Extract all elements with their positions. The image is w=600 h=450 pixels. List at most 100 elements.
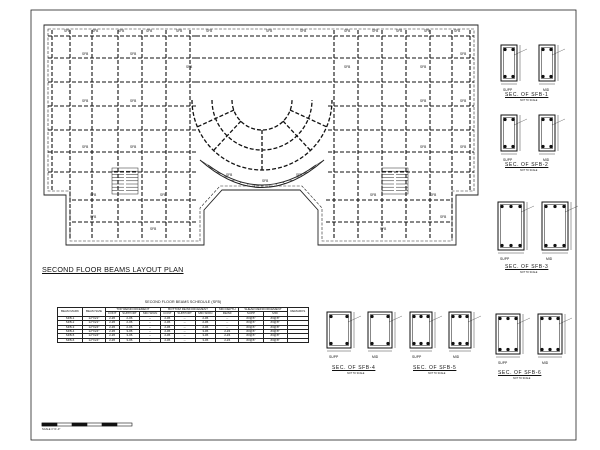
beam-tag: SFB (64, 29, 70, 33)
dome-inner-arc (231, 99, 293, 131)
sfb5-section-mid (448, 311, 482, 352)
beam-tag: SFB (186, 65, 192, 69)
stair-tread (215, 171, 222, 174)
col-top-support: SUPPORT (118, 311, 141, 317)
stair-tread (268, 184, 270, 188)
beam-tag: SFB (300, 29, 306, 33)
table-cell: -- (139, 320, 161, 326)
sfb6-section-mid (537, 313, 573, 358)
rebar-top (458, 314, 462, 319)
rebar-bottom (329, 341, 333, 346)
beam-tag: SFB (460, 99, 466, 103)
col-mid-reinf: REINF (215, 311, 240, 317)
section-label-sfb1: SEC. OF SFB-1 (505, 92, 549, 98)
beam-tag: SFB (430, 193, 436, 197)
stirrup (503, 47, 515, 79)
rebar-top (329, 314, 333, 319)
leader-line (564, 205, 579, 213)
beam-tag: SFB (454, 29, 460, 33)
beam-tag: SFB (130, 52, 136, 56)
rebar-bottom (518, 243, 522, 248)
section-outline (538, 114, 556, 152)
beam-tag: SFB (130, 99, 136, 103)
rebar-bottom (419, 341, 423, 346)
schedule-caption: SECOND FLOOR BEAMS SCHEDULE (SFB) (144, 300, 222, 304)
beam-tag: SFB (160, 193, 166, 197)
rebar-top (511, 117, 515, 122)
stair-tread (230, 179, 236, 181)
rebar-top (553, 204, 557, 209)
stair-tread (254, 184, 256, 188)
beam-tag: SFB (460, 145, 466, 149)
table-cell: 12"X24" (82, 337, 106, 344)
mid-label: MID (546, 257, 553, 261)
col-top-mid: MID SPAN (139, 311, 161, 317)
sfb5-section-supp (409, 311, 443, 352)
sheet-border (30, 9, 577, 441)
beam-tag: SFB (420, 65, 426, 69)
scale-bar (41, 422, 133, 427)
section-label-sfb4: SEC. OF SFB-4 (332, 365, 376, 371)
table-cell: 2-#4 (215, 328, 240, 335)
stirrup (498, 316, 518, 352)
stirrup (540, 316, 560, 352)
table-cell: 12"X24" (82, 324, 106, 331)
beam-tag: SFB (118, 29, 124, 33)
schedule-table: BEAM MARK BEAM SIZE TOP REINFORCEMENT BO… (56, 306, 310, 344)
stirrup (412, 314, 430, 346)
section-sub-sfb6: NOT TO SCALE (513, 377, 531, 380)
rebar-top (562, 204, 566, 209)
section-outline (541, 201, 569, 251)
rebar-bottom (549, 74, 553, 79)
beam-tag: SFB (146, 29, 152, 33)
beam-schedule: SECOND FLOOR BEAMS SCHEDULE (SFB) BEAM M… (56, 298, 310, 370)
rebar-bottom (458, 341, 462, 346)
stair-tread (199, 159, 209, 166)
beam-tag: SFB (82, 99, 88, 103)
leader-line (388, 315, 403, 323)
section-outline (537, 313, 563, 355)
rebar-bottom (503, 144, 507, 149)
table-cell (286, 337, 310, 344)
stair-tread (315, 159, 325, 166)
col-remarks: REMARKS (286, 307, 310, 317)
table-cell: -- (173, 324, 196, 331)
section-outline (500, 44, 518, 82)
rebar-bottom (511, 144, 515, 149)
section-sub-sfb5: NOT TO SCALE (428, 372, 446, 375)
beam-tag: SFB (344, 65, 350, 69)
supp-label: SUPP (500, 257, 510, 261)
beam-tag: SFB (92, 29, 98, 33)
table-cell: 2-#6 (118, 324, 141, 331)
table-cell: 12"X24" (82, 333, 106, 339)
col-bot-support: SUPPORT (173, 311, 196, 317)
section-label-sfb2: SEC. OF SFB-2 (505, 162, 549, 168)
building-outline (43, 24, 479, 246)
rebar-top (386, 314, 390, 319)
rebar-bottom (556, 347, 560, 352)
rebar-bottom (386, 341, 390, 346)
beam-tag: SFB (226, 173, 232, 177)
stirrup (370, 314, 390, 346)
beam-tag: SFB (396, 29, 402, 33)
stair-tread (238, 181, 242, 184)
sfb3-section-supp (497, 201, 535, 254)
table-cell: -- (139, 315, 161, 322)
table-cell: -- (215, 320, 240, 326)
section-outline (495, 313, 521, 355)
beam-tag: SFB (266, 29, 272, 33)
sfb2-section-supp (500, 114, 528, 155)
rebar-top (541, 117, 545, 122)
leader-line (513, 48, 528, 56)
beam-tags: SFB SFB SFB SFB SFB SFB SFB SFB SFB SFB SFB SFB SFB S… (64, 29, 466, 231)
rebar-bottom (562, 243, 566, 248)
table-cell: 12"X21" (82, 320, 106, 326)
supp-label: SUPP (412, 355, 422, 359)
sfb1-section-supp (500, 44, 528, 85)
rebar-top (549, 47, 553, 52)
mid-label: MID (542, 361, 549, 365)
